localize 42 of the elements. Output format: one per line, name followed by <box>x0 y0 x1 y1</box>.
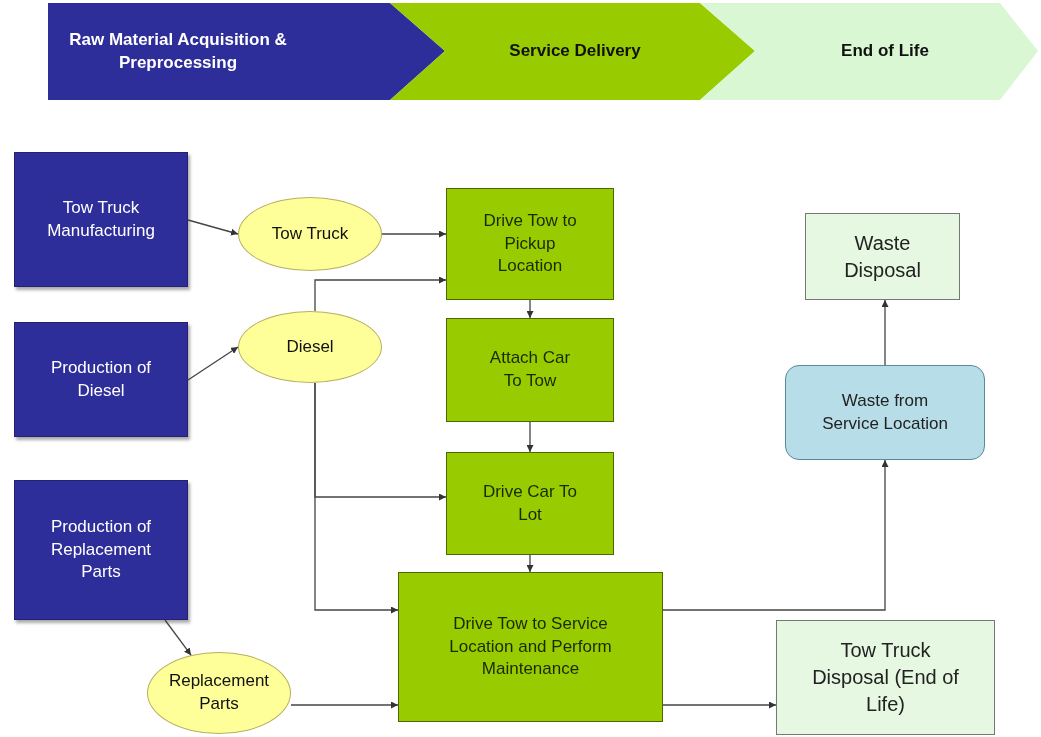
stage-banner <box>390 3 755 100</box>
source-box <box>14 322 188 437</box>
input-label: Replacement Parts <box>167 670 271 715</box>
arrow <box>290 701 399 709</box>
arrow <box>881 299 889 366</box>
process-box <box>398 572 663 722</box>
process-label: Drive Car To Lot <box>481 480 579 526</box>
phase-label: Raw Material Acquisition & Preprocessing <box>68 28 288 74</box>
arrow <box>314 382 399 614</box>
phase-label: Service Delivery <box>508 40 642 63</box>
process-box <box>446 318 614 422</box>
process-box <box>446 188 614 300</box>
stage-banner <box>48 3 445 100</box>
input-label: Tow Truck <box>270 222 350 245</box>
arrow <box>662 459 889 611</box>
arrow <box>526 299 534 319</box>
waste-box <box>785 365 985 460</box>
phase-label: End of Life <box>840 40 930 63</box>
process-box <box>446 452 614 555</box>
input-label: Diesel <box>285 335 335 358</box>
source-label: Production of Diesel <box>49 356 153 402</box>
stage-banner <box>700 3 1038 100</box>
source-box <box>14 480 188 620</box>
process-label: Drive Tow to Pickup Location <box>482 209 578 278</box>
arrow <box>187 219 239 236</box>
disposal-label: Tow Truck Disposal (End of Life) <box>811 638 960 717</box>
arrow <box>314 276 447 312</box>
arrow <box>526 421 534 453</box>
arrow <box>381 230 447 238</box>
arrow <box>164 619 192 656</box>
process-label: Attach Car To Tow <box>488 347 572 392</box>
source-label: Tow Truck Manufacturing <box>46 196 156 242</box>
arrow <box>526 554 534 573</box>
process-label: Drive Tow to Service Location and Perform Maintenance <box>448 612 613 681</box>
arrow <box>187 346 239 381</box>
source-label: Production of Replacement Parts <box>49 515 153 584</box>
disposal-box <box>805 213 960 300</box>
disposal-label: Waste Disposal <box>843 230 922 283</box>
disposal-box <box>776 620 995 735</box>
arrow <box>662 701 777 709</box>
waste-label: Waste from Service Location <box>821 389 949 435</box>
source-box <box>14 152 188 287</box>
